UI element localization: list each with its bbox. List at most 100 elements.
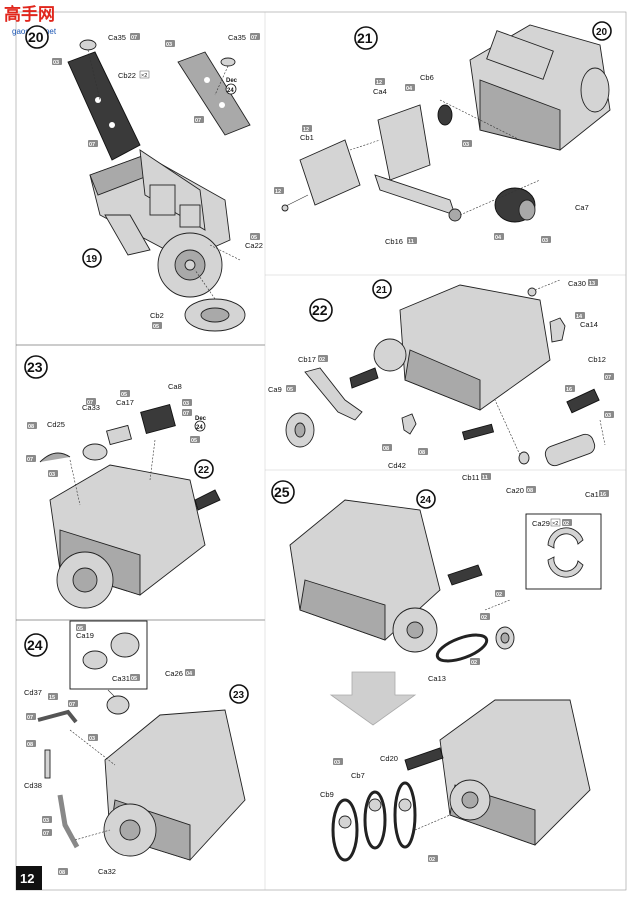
engine-block-20 <box>89 149 231 298</box>
step-25-number: 25 <box>274 484 290 500</box>
svg-text:03: 03 <box>43 818 49 824</box>
svg-text:08: 08 <box>59 870 65 876</box>
pipe-cd37 <box>37 709 78 724</box>
svg-text:04: 04 <box>186 671 193 677</box>
svg-text:05: 05 <box>191 438 197 444</box>
engine-block-21 <box>469 24 611 151</box>
svg-text:08: 08 <box>527 488 533 494</box>
part-ca30 <box>527 287 537 297</box>
svg-text:03: 03 <box>49 472 55 478</box>
tag-07: 07 <box>131 35 137 41</box>
step-23-number: 23 <box>27 359 43 375</box>
svg-text:05: 05 <box>153 324 159 330</box>
cap-ca35-left <box>79 39 97 51</box>
svg-text:07: 07 <box>27 715 33 721</box>
svg-text:05: 05 <box>121 392 127 398</box>
part-ca20 <box>518 451 530 465</box>
svg-text:Dec: Dec <box>195 416 207 422</box>
pipe-cd25 <box>39 452 71 463</box>
watermark-chars: 高手网 <box>4 4 55 24</box>
svg-text:02: 02 <box>471 660 477 666</box>
engine-block-25b <box>404 699 591 846</box>
svg-text:14: 14 <box>576 314 583 320</box>
label-ca1: Ca1 <box>585 490 599 499</box>
svg-text:03: 03 <box>166 42 172 48</box>
label-cb12: Cb12 <box>588 355 606 364</box>
label-cd25: Cd25 <box>47 420 65 429</box>
svg-text:05: 05 <box>131 676 137 682</box>
cylinder-ca1 <box>544 433 596 467</box>
svg-text:07: 07 <box>27 457 33 463</box>
svg-text:08: 08 <box>27 742 33 748</box>
label-ca8: Ca8 <box>168 382 182 391</box>
svg-text:07: 07 <box>89 142 95 148</box>
belt-cd20 <box>393 781 417 849</box>
svg-text:13: 13 <box>589 281 595 287</box>
svg-text:07: 07 <box>43 831 49 837</box>
svg-text:02: 02 <box>481 615 487 621</box>
page-number: 12 <box>20 871 34 886</box>
svg-text:02: 02 <box>429 857 435 863</box>
svg-text:08: 08 <box>419 450 425 456</box>
label-cd37: Cd37 <box>24 688 42 697</box>
svg-text:02: 02 <box>319 357 325 363</box>
label-cd42: Cd42 <box>388 461 406 470</box>
belt-cb9 <box>331 798 359 862</box>
svg-text:08: 08 <box>383 446 389 452</box>
step-22: 22 21 Ca30 13 14 Ca14 Cb17 02 Cb12 07 16… <box>268 279 614 499</box>
svg-text:11: 11 <box>408 239 414 245</box>
svg-text:21: 21 <box>376 285 388 296</box>
svg-text:×2: ×2 <box>141 73 147 79</box>
belt-ca13 <box>435 633 489 663</box>
part-cb12 <box>566 388 600 414</box>
part-ca17 <box>106 424 132 446</box>
engine-block-24 <box>103 709 246 861</box>
ref-19 <box>82 248 102 268</box>
svg-text:16: 16 <box>600 492 606 498</box>
svg-text:04: 04 <box>406 86 413 92</box>
svg-text:03: 03 <box>542 238 548 244</box>
label-cd20: Cd20 <box>380 754 398 763</box>
label-ca30: Ca30 <box>568 279 586 288</box>
label-ca32: Ca32 <box>98 867 116 876</box>
cap-ca35-right <box>220 57 236 67</box>
pipe-ca32 <box>57 794 80 849</box>
svg-text:03: 03 <box>53 60 59 66</box>
label-ca7: Ca7 <box>575 203 589 212</box>
svg-text:05: 05 <box>287 387 293 393</box>
engine-block-25 <box>289 499 483 653</box>
hose-cb11 <box>461 423 495 441</box>
label-ca22: Ca22 <box>245 241 263 250</box>
svg-text:03: 03 <box>89 736 95 742</box>
part-ca8 <box>140 403 176 435</box>
engine-block-22 <box>349 284 551 411</box>
label-ca26: Ca26 <box>165 669 183 678</box>
svg-text:08: 08 <box>28 424 34 430</box>
part-cb6 <box>437 104 453 126</box>
step-25: 25 24 Ca29 ×2 02 02 02 02 Ca13 <box>271 480 602 863</box>
svg-text:07: 07 <box>87 400 93 406</box>
svg-text:12: 12 <box>303 127 309 133</box>
svg-text:05: 05 <box>251 235 257 241</box>
svg-text:03: 03 <box>334 760 340 766</box>
svg-text:12: 12 <box>376 80 382 86</box>
svg-text:07: 07 <box>251 35 257 41</box>
label-ca35-left: Ca35 <box>108 33 126 42</box>
label-ca13: Ca13 <box>428 674 446 683</box>
svg-text:02: 02 <box>563 521 569 527</box>
fitting-cd42 <box>401 413 417 435</box>
part-ca33 <box>82 443 108 461</box>
page-border <box>15 11 627 891</box>
bracket-ca14 <box>549 317 566 343</box>
label-cb22: Cb22 <box>118 71 136 80</box>
svg-text:12: 12 <box>275 189 281 195</box>
label-cb6: Cb6 <box>420 73 434 82</box>
down-arrow <box>329 671 417 726</box>
label-ca17: Ca17 <box>116 398 134 407</box>
step-20: 20 Ca35 07 C <box>25 25 263 332</box>
svg-text:02: 02 <box>496 592 502 598</box>
label-ca9: Ca9 <box>268 385 282 394</box>
svg-text:03: 03 <box>605 413 611 419</box>
step-21: 21 20 12 Ca4 Cb6 04 12 Cb1 03 1 <box>274 21 612 246</box>
